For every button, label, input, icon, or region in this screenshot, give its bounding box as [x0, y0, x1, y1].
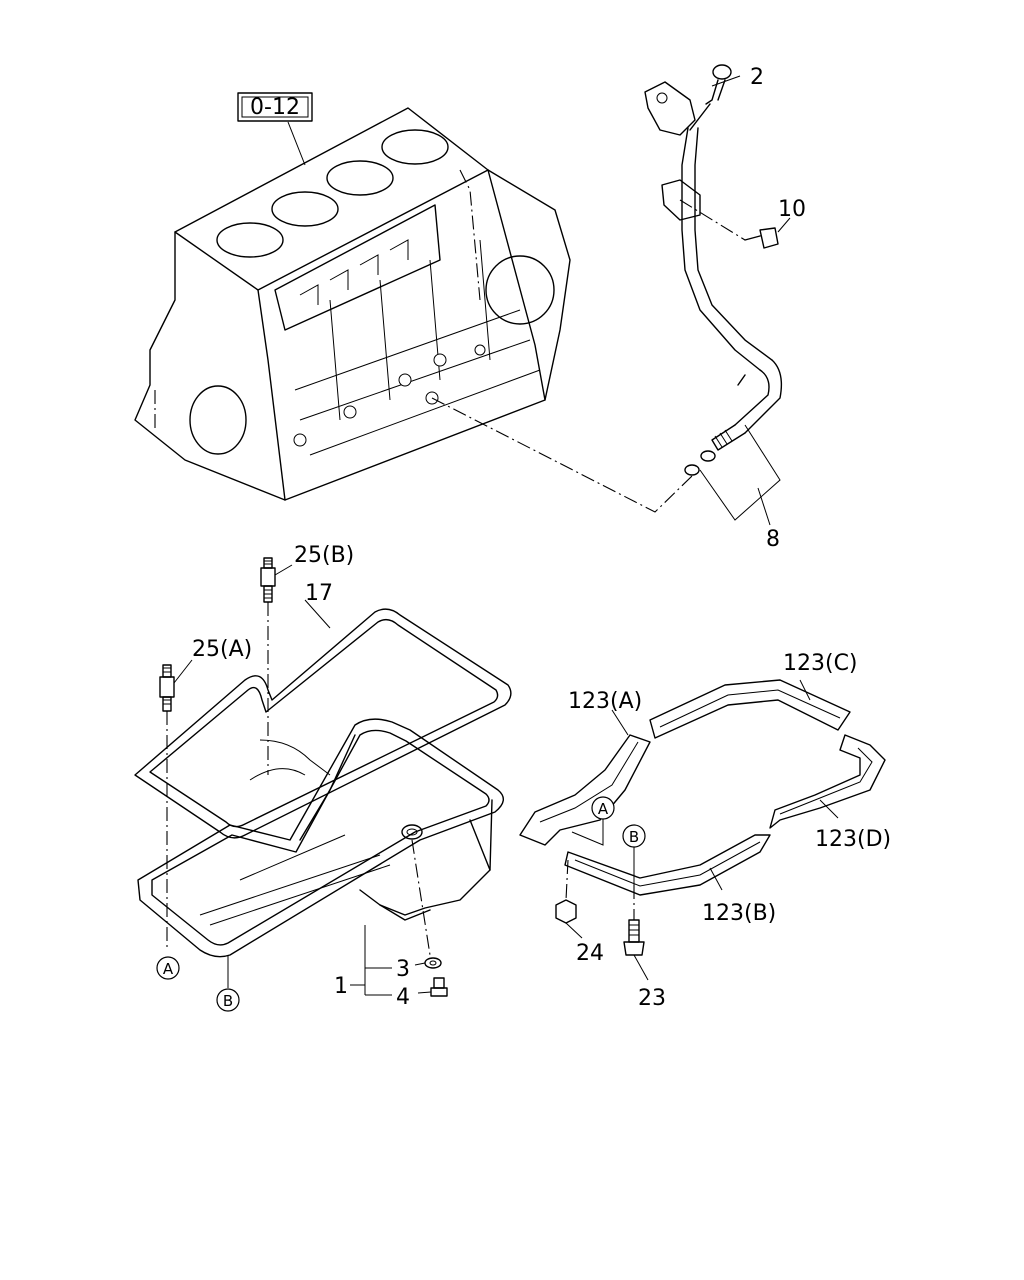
seal-123c: [649, 679, 851, 739]
washer-3: [424, 957, 442, 969]
label-gasket: 17: [305, 581, 333, 606]
stud-25b: [260, 557, 293, 775]
seal-123a: [519, 709, 651, 846]
nut-24: [555, 859, 583, 939]
o-ring-1: [700, 450, 716, 462]
label-dipstick: 2: [750, 65, 764, 90]
dipstick-assembly: [644, 64, 783, 451]
svg-text:A: A: [598, 800, 609, 818]
upper-leaders: [431, 75, 791, 526]
oil-pan-leaders: [227, 839, 432, 996]
o-rings: [684, 450, 716, 476]
label-seal-d: 123(D): [815, 827, 891, 852]
gasket-17: [134, 599, 512, 839]
oil-pan: [137, 718, 504, 958]
marker-b-right: B: [622, 824, 646, 885]
o-ring-2: [684, 464, 700, 476]
svg-text:A: A: [163, 960, 174, 978]
svg-text:B: B: [629, 828, 639, 846]
bolt-10: [744, 227, 779, 249]
label-bolt-b: 23: [638, 986, 666, 1011]
label-seal-c: 123(C): [783, 651, 858, 676]
marker-a-right: A: [571, 796, 615, 846]
label-seal-a: 123(A): [568, 689, 642, 714]
reference-callout: 0-12: [237, 92, 313, 166]
drain-plug-4: [430, 977, 448, 997]
marker-b-left: B: [216, 988, 240, 1012]
bolt-23: [623, 885, 649, 981]
label-stud-b: 25(B): [294, 543, 354, 568]
label-o-ring: 8: [766, 527, 780, 552]
label-washer: 3: [396, 957, 410, 982]
label-nut: 24: [576, 941, 604, 966]
label-stud-a: 25(A): [192, 637, 252, 662]
stud-25a: [159, 659, 193, 950]
engine-block: [134, 107, 571, 501]
label-bolt: 10: [778, 197, 806, 222]
svg-text:B: B: [223, 992, 233, 1010]
marker-a-left: A: [156, 956, 180, 980]
label-seal-b: 123(B): [702, 901, 776, 926]
seal-123b: [564, 834, 771, 896]
reference-label: 0-12: [250, 95, 300, 120]
label-oil-pan: 1: [334, 974, 348, 999]
seal-123d: [769, 734, 886, 829]
label-drain-plug: 4: [396, 985, 410, 1010]
